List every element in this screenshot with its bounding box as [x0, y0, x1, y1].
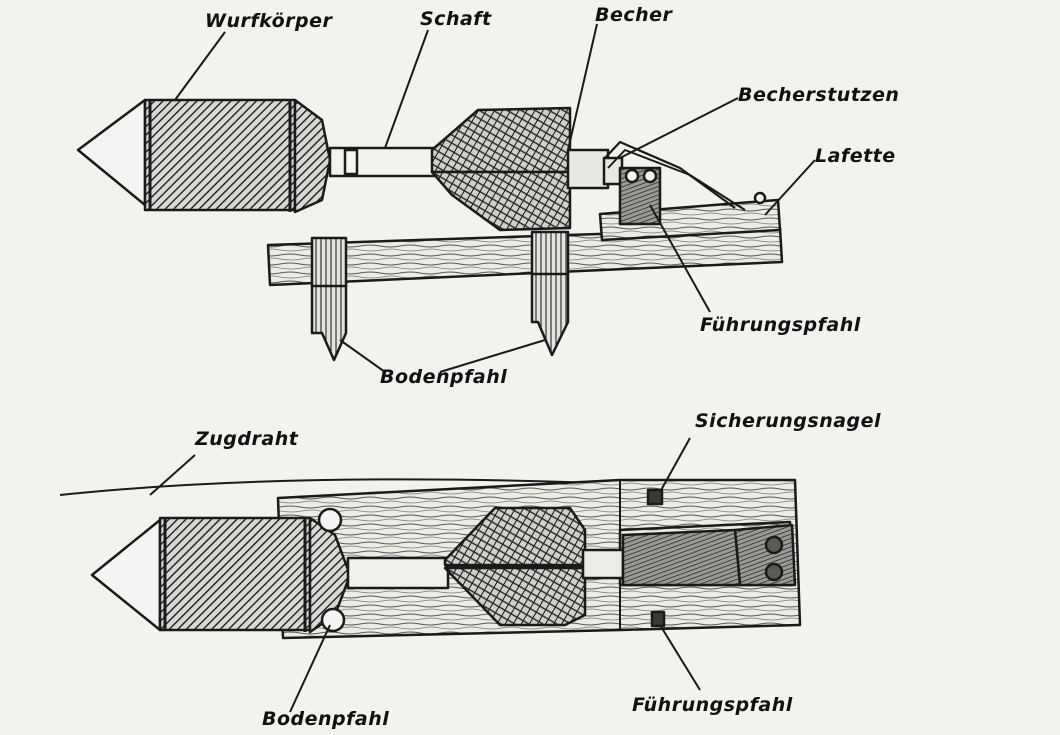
label-wurfkoerper: Wurfkörper — [205, 10, 333, 32]
label-zugdraht: Zugdraht — [195, 428, 299, 450]
label-schaft: Schaft — [420, 8, 492, 30]
label-becherstutzen: Becherstutzen — [738, 84, 900, 106]
label-sicherungsnagel: Sicherungsnagel — [695, 410, 882, 432]
label-becher: Becher — [595, 4, 673, 26]
label-fuehrungspfahl-top: Führungspfahl — [700, 314, 861, 336]
side-view-drawing — [76, 98, 784, 362]
label-fuehrungspfahl-bottom: Führungspfahl — [632, 694, 793, 716]
plan-view-drawing — [59, 478, 802, 640]
label-bodenpfahl-bottom: Bodenpfahl — [262, 708, 390, 730]
label-lafette: Lafette — [815, 145, 896, 167]
label-bodenpfahl-top: Bodenpfahl — [380, 366, 508, 388]
